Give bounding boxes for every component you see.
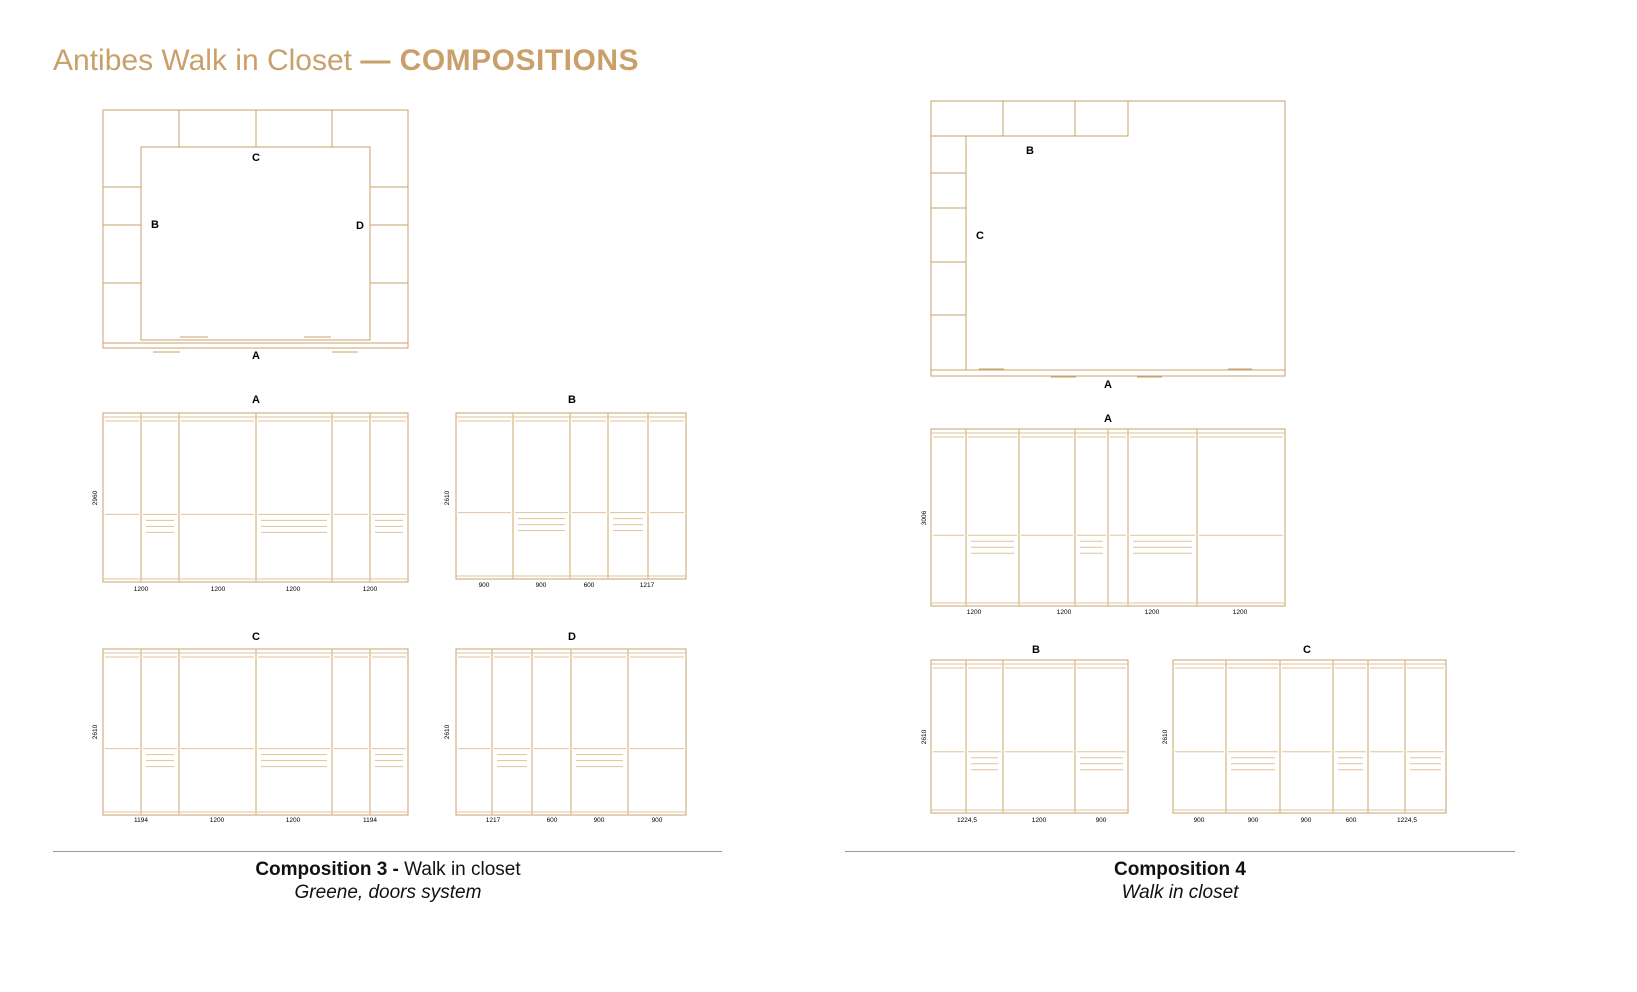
elev3d-w3: 900 bbox=[652, 817, 663, 824]
elev4c-height: 2610 bbox=[1162, 729, 1169, 744]
elev4b-w1: 1200 bbox=[1032, 817, 1047, 824]
elev4c-w4: 1224,5 bbox=[1397, 817, 1417, 824]
elev4b-w0: 1224,5 bbox=[957, 817, 977, 824]
divider-composition-4 bbox=[845, 851, 1515, 852]
caption-3-bold: Composition 3 - bbox=[255, 859, 405, 880]
elev3a-w3: 1200 bbox=[363, 586, 378, 593]
elev4c-w0: 900 bbox=[1194, 817, 1205, 824]
plan3-label-c: C bbox=[252, 152, 260, 164]
elev3c-label: C bbox=[252, 631, 260, 643]
plan3-room bbox=[140, 146, 371, 341]
elev4a-w3: 1200 bbox=[1233, 609, 1248, 616]
elev3b-outline bbox=[455, 412, 687, 580]
elev4a-w1: 1200 bbox=[1057, 609, 1072, 616]
elev3b-w3: 1217 bbox=[640, 582, 655, 589]
elev3d-w1: 600 bbox=[547, 817, 558, 824]
elev3a-w1: 1200 bbox=[211, 586, 226, 593]
plan3-label-a: A bbox=[252, 350, 260, 362]
elev3b-height: 2610 bbox=[444, 490, 451, 505]
title-bold: — COMPOSITIONS bbox=[360, 44, 640, 77]
elev3b-w2: 600 bbox=[584, 582, 595, 589]
elev4c-outline bbox=[1172, 659, 1447, 814]
elev4a-w2: 1200 bbox=[1145, 609, 1160, 616]
plan4-label-a: A bbox=[1104, 379, 1112, 391]
elev3d-w0: 1217 bbox=[486, 817, 501, 824]
elev3b-w0: 900 bbox=[479, 582, 490, 589]
elev3c-height: 2610 bbox=[92, 724, 99, 739]
elev3d-w2: 900 bbox=[594, 817, 605, 824]
elev3d-label: D bbox=[568, 631, 576, 643]
plan4-label-b: B bbox=[1026, 145, 1034, 157]
elev3c-w0: 1194 bbox=[134, 817, 148, 824]
elev3a-label: A bbox=[252, 394, 260, 406]
plan4-left-cabinets bbox=[930, 135, 967, 371]
elev4b-label: B bbox=[1032, 644, 1040, 656]
elev4c-label: C bbox=[1303, 644, 1311, 656]
plan3-label-d: D bbox=[356, 220, 364, 232]
elev3b-w1: 900 bbox=[536, 582, 547, 589]
title-light: Antibes Walk in Closet bbox=[53, 44, 361, 77]
elev4a-label: A bbox=[1104, 413, 1112, 425]
elev4b-w2: 900 bbox=[1096, 817, 1107, 824]
elev3d-height: 2610 bbox=[444, 724, 451, 739]
caption-3-rest: Walk in closet bbox=[404, 859, 521, 880]
plan4-label-c: C bbox=[976, 230, 984, 242]
elev4a-height: 3006 bbox=[921, 510, 928, 525]
elev4b-height: 2610 bbox=[921, 729, 928, 744]
elev3c-w1: 1200 bbox=[210, 817, 225, 824]
elev4c-w2: 900 bbox=[1301, 817, 1312, 824]
caption-4-bold: Composition 4 bbox=[1114, 859, 1246, 880]
elev3c-w3: 1194 bbox=[363, 817, 377, 824]
elev4b-outline bbox=[930, 659, 1129, 814]
divider-composition-3 bbox=[53, 851, 722, 852]
elev4a-w0: 1200 bbox=[967, 609, 982, 616]
elev3a-w0: 1200 bbox=[134, 586, 149, 593]
elev3a-height: 2960 bbox=[92, 490, 99, 505]
caption-composition-3: Composition 3 - Walk in closet Greene, d… bbox=[53, 858, 723, 904]
drawing-lines bbox=[102, 100, 1447, 816]
plan4-top-cabinets bbox=[930, 100, 1129, 137]
elev3a-w2: 1200 bbox=[286, 586, 301, 593]
page-title: Antibes Walk in Closet — COMPOSITIONS bbox=[53, 44, 639, 78]
elev3b-label: B bbox=[568, 394, 576, 406]
caption-3-subtitle: Greene, doors system bbox=[294, 882, 482, 903]
caption-4-subtitle: Walk in closet bbox=[1121, 882, 1239, 903]
elev4c-w1: 900 bbox=[1248, 817, 1259, 824]
caption-composition-4: Composition 4 Walk in closet bbox=[845, 858, 1515, 904]
elev4c-w3: 600 bbox=[1346, 817, 1357, 824]
plan4-outline bbox=[930, 100, 1286, 377]
plan3-label-b: B bbox=[151, 219, 159, 231]
elev3c-w2: 1200 bbox=[286, 817, 301, 824]
